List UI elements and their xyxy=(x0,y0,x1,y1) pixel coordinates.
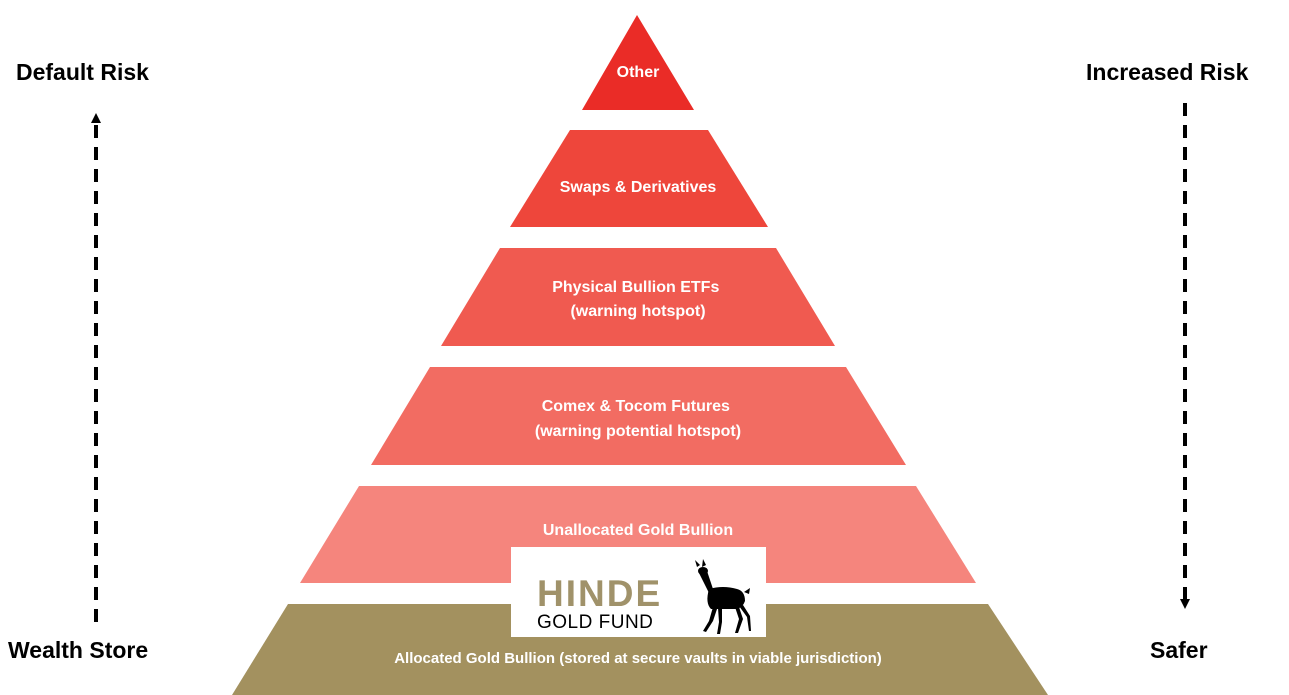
logo-subtitle: GOLD FUND xyxy=(537,612,654,633)
right-axis-top-label: Increased Risk xyxy=(1086,59,1249,85)
tier-label-futures: Comex & Tocom Futures (warning potential… xyxy=(535,398,741,440)
tier-label-other: Other xyxy=(617,64,660,81)
hinde-gold-fund-logo: HINDE GOLD FUND xyxy=(511,547,766,637)
tier-other xyxy=(582,15,694,110)
right-axis-bottom-label: Safer xyxy=(1150,637,1208,663)
tier-label-line: Other xyxy=(617,64,660,81)
tier-label-line: (warning potential hotspot) xyxy=(535,423,741,440)
logo-name: HINDE xyxy=(537,573,663,614)
left-axis-top-label: Default Risk xyxy=(16,59,149,85)
deer-icon xyxy=(695,559,751,634)
tier-allocated-gold xyxy=(232,604,1048,695)
tier-label-line: Comex & Tocom Futures xyxy=(542,398,730,415)
tier-label-etfs: Physical Bullion ETFs (warning hotspot) xyxy=(552,279,724,320)
tier-label-allocated: Allocated Gold Bullion (stored at secure… xyxy=(394,650,882,667)
tier-label-line: Physical Bullion ETFs xyxy=(552,279,719,296)
tier-label-unallocated: Unallocated Gold Bullion xyxy=(543,522,733,539)
tier-unallocated-gold xyxy=(300,486,976,583)
tier-label-line: Allocated Gold Bullion (stored at secure… xyxy=(394,650,882,667)
tier-swaps-derivatives xyxy=(510,130,768,227)
tier-comex-tocom-futures xyxy=(371,367,906,465)
tier-physical-bullion-etfs xyxy=(441,248,835,346)
tier-label-swaps: Swaps & Derivatives xyxy=(560,179,717,196)
tier-label-line: (warning hotspot) xyxy=(570,303,705,320)
tier-label-line: Swaps & Derivatives xyxy=(560,179,717,196)
left-axis-bottom-label: Wealth Store xyxy=(8,637,149,663)
tier-label-line: Unallocated Gold Bullion xyxy=(543,522,733,539)
